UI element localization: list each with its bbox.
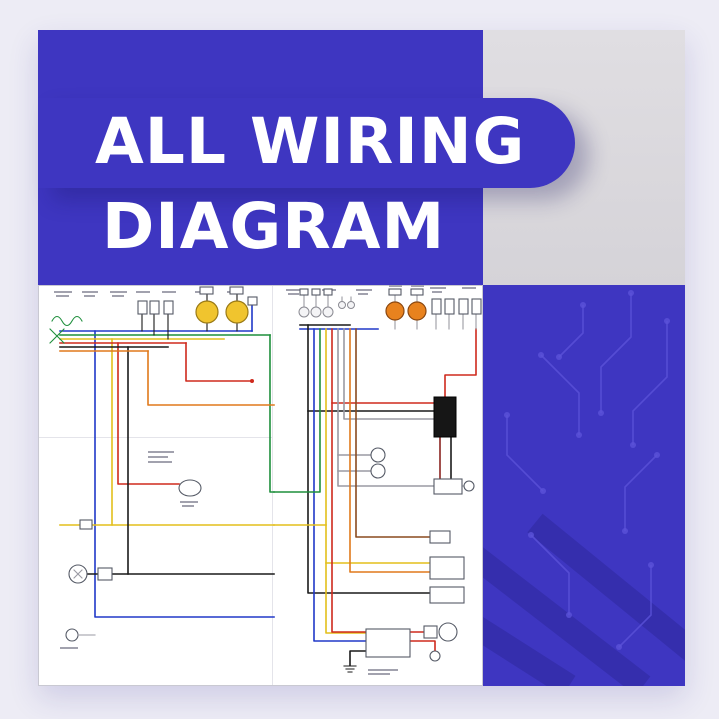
bulb-cap xyxy=(311,288,321,296)
coil-block xyxy=(423,625,438,639)
relay-icon xyxy=(370,447,386,463)
bulb-icon xyxy=(322,306,334,318)
circuit-traces-icon xyxy=(483,290,685,686)
regulator xyxy=(429,556,465,580)
relay-icon xyxy=(370,463,386,479)
lamp-cap xyxy=(229,286,244,295)
starter-button-icon xyxy=(429,650,441,662)
ignition-coil xyxy=(438,622,458,642)
connector-block xyxy=(163,300,174,315)
circuit-pattern-panel xyxy=(483,285,685,686)
title-line-2: DIAGRAM xyxy=(102,190,446,263)
bulb-icon xyxy=(347,301,355,309)
poster-card: ALL WIRING DIAGRAM xyxy=(38,30,685,686)
bulb-cap xyxy=(299,288,309,296)
diagonal-bands xyxy=(483,513,685,686)
connector-block xyxy=(458,298,469,315)
meter xyxy=(178,479,202,497)
switch-icon xyxy=(65,628,79,642)
lamp-cap xyxy=(199,286,214,295)
indicator-lamp-icon xyxy=(195,300,219,324)
connector-block xyxy=(149,300,160,315)
wiring-schematic xyxy=(38,285,483,686)
horn-relay xyxy=(97,567,113,581)
flasher-relay xyxy=(433,478,463,495)
wire-bundle-right xyxy=(273,294,477,673)
connector-block xyxy=(137,300,148,315)
rectifier xyxy=(429,586,465,604)
wiring-diagram xyxy=(38,285,483,686)
bulb-cap xyxy=(323,288,333,296)
lamp-cap xyxy=(410,288,424,296)
title-pill xyxy=(38,98,575,188)
schematic-left xyxy=(49,286,275,649)
bulb-icon xyxy=(298,306,310,318)
turn-lamp-icon xyxy=(385,301,405,321)
cdi-unit xyxy=(433,396,457,438)
connector-block xyxy=(471,298,482,315)
flasher-pilot xyxy=(463,480,475,492)
connector-block xyxy=(431,298,442,315)
pcb-traces xyxy=(504,290,670,650)
battery xyxy=(365,628,411,658)
magneto-icon xyxy=(49,315,83,344)
connector-block xyxy=(247,296,258,306)
title-line-1: ALL WIRING xyxy=(95,105,526,178)
wire-bundle-left xyxy=(59,293,275,618)
diode-block xyxy=(429,530,451,544)
connector-block xyxy=(444,298,455,315)
bulb-icon xyxy=(310,306,322,318)
fuse xyxy=(79,519,93,530)
indicator-lamp-icon xyxy=(225,300,249,324)
bulb-icon xyxy=(338,301,346,309)
turn-lamp-icon xyxy=(407,301,427,321)
schematic-right xyxy=(273,285,482,675)
lamp-cap xyxy=(388,288,402,296)
